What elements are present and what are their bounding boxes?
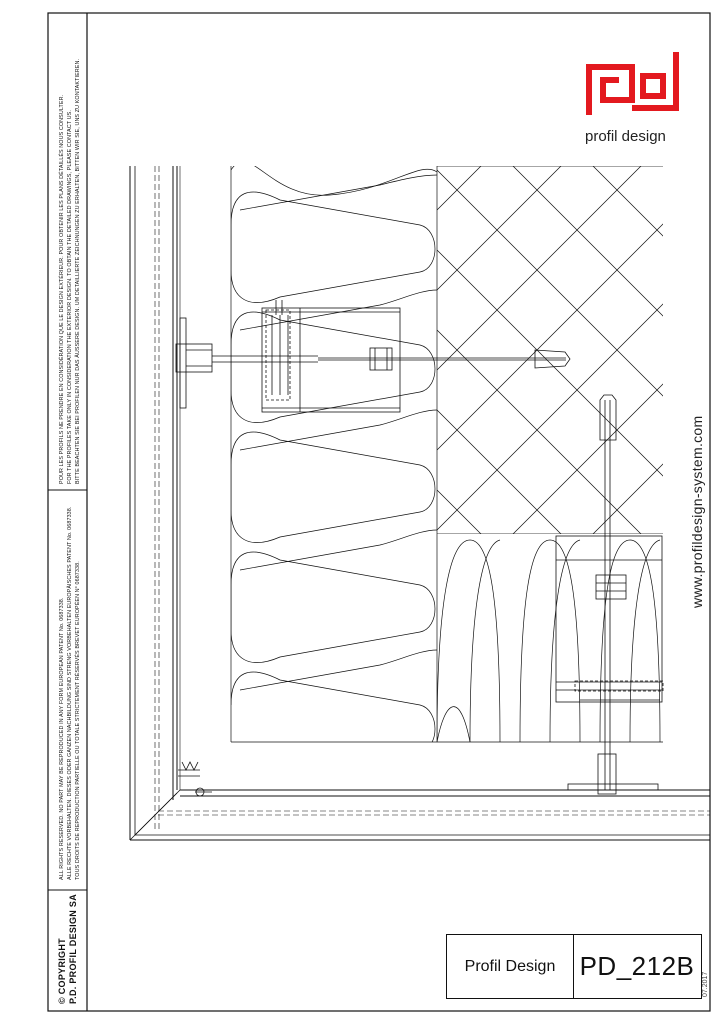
design-notice-en: FOR THE PROFILES TAKE ONLY IN CONSIDERAT… — [67, 110, 73, 484]
design-notice-de: BITTE BEACHTEN SIE BEI PROFILEN NUR DAS … — [75, 58, 81, 484]
title-block: Profil Design PD_212B — [446, 934, 702, 999]
rights-notice-en: ALL RIGHTS RESERVED. NO PART MAY BE REPR… — [59, 597, 65, 881]
upper-anchor-assembly — [175, 300, 571, 413]
title-block-company: Profil Design — [447, 935, 574, 998]
rights-notice-fr: TOUS DROITS DE REPRODUCTION PARTIELLE OU… — [75, 561, 81, 880]
corner-fixing-screw — [178, 761, 212, 797]
copyright-line-2: P.D. PROFIL DESIGN SA — [68, 894, 78, 1004]
copyright-line-1: © COPYRIGHT — [57, 938, 67, 1004]
website-link[interactable]: www.profildesign-system.com — [689, 415, 705, 609]
profil-design-logo — [586, 52, 679, 115]
sheet-frame — [47, 12, 711, 1012]
lower-anchor-assembly — [555, 394, 664, 795]
insulation-panel-lower — [437, 539, 661, 742]
cladding-tile-pattern — [437, 166, 663, 534]
brand-name: profil design — [585, 128, 666, 145]
frame-profiles — [129, 166, 710, 841]
drawing-date: 07.2017 — [702, 971, 709, 997]
insulation-panel-left — [230, 166, 663, 743]
rights-notice-de: ALLE RECHTE VORBEHALTEN. DIESES ODER GAN… — [67, 506, 73, 880]
drawing-code: PD_212B — [579, 951, 695, 981]
design-notice-fr: POUR LES PROFILS NE PRENDRE EN CONSIDÉRA… — [59, 94, 65, 484]
